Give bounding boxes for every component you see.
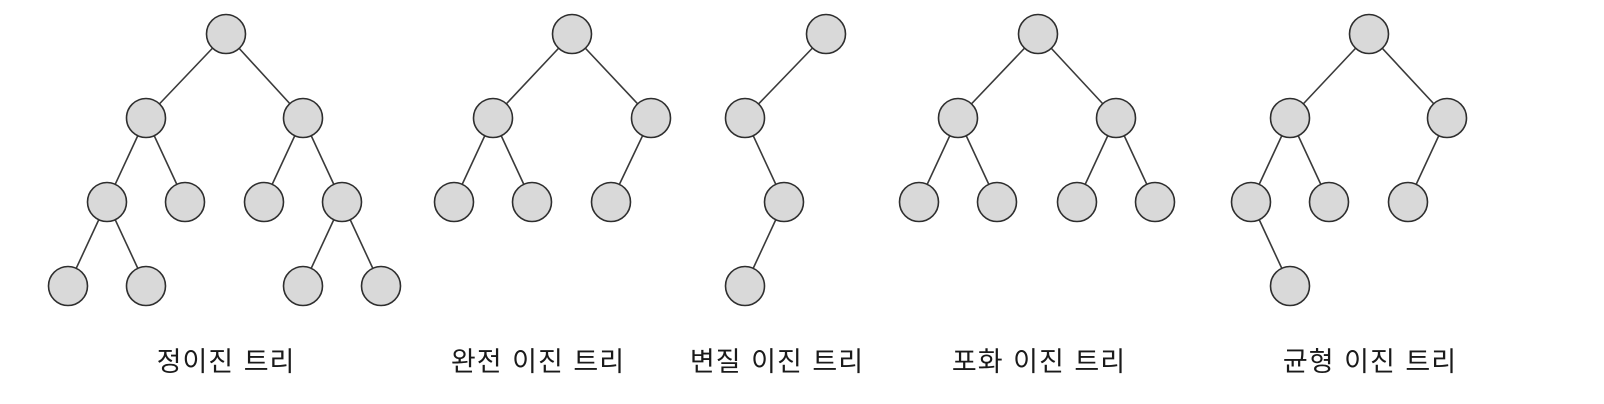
tree-node [763, 181, 805, 223]
tree-node [551, 13, 593, 55]
tree-node [86, 181, 128, 223]
tree-node [1426, 97, 1468, 139]
tree-node [724, 265, 766, 307]
nodes-layer [47, 13, 1468, 307]
tree-node [282, 265, 324, 307]
tree-node [1134, 181, 1176, 223]
tree-node [898, 181, 940, 223]
tree-node [1387, 181, 1429, 223]
tree-node [1017, 13, 1059, 55]
tree-node [976, 181, 1018, 223]
caption-degenerate-binary-tree: 변질 이진 트리 [689, 347, 865, 378]
tree-node [47, 265, 89, 307]
tree-node [125, 97, 167, 139]
tree-node [630, 97, 672, 139]
tree-node [1308, 181, 1350, 223]
tree-node [511, 181, 553, 223]
caption-balanced-binary-tree: 균형 이진 트리 [1282, 347, 1458, 378]
tree-node [1348, 13, 1390, 55]
tree-node [472, 97, 514, 139]
tree-node [590, 181, 632, 223]
caption-complete-binary-tree: 완전 이진 트리 [450, 347, 626, 378]
edges-layer [67, 33, 1448, 287]
tree-node [1230, 181, 1272, 223]
tree-node [805, 13, 847, 55]
tree-node [724, 97, 766, 139]
tree-node [1056, 181, 1098, 223]
caption-full-binary-tree: 정이진 트리 [156, 347, 296, 378]
tree-node [125, 265, 167, 307]
tree-node [205, 13, 247, 55]
tree-node [243, 181, 285, 223]
tree-node [282, 97, 324, 139]
tree-node [1095, 97, 1137, 139]
tree-node [164, 181, 206, 223]
tree-node [433, 181, 475, 223]
tree-node [937, 97, 979, 139]
tree-node [321, 181, 363, 223]
tree-node [1269, 97, 1311, 139]
tree-node [360, 265, 402, 307]
tree-node [1269, 265, 1311, 307]
caption-perfect-binary-tree: 포화 이진 트리 [951, 347, 1127, 378]
